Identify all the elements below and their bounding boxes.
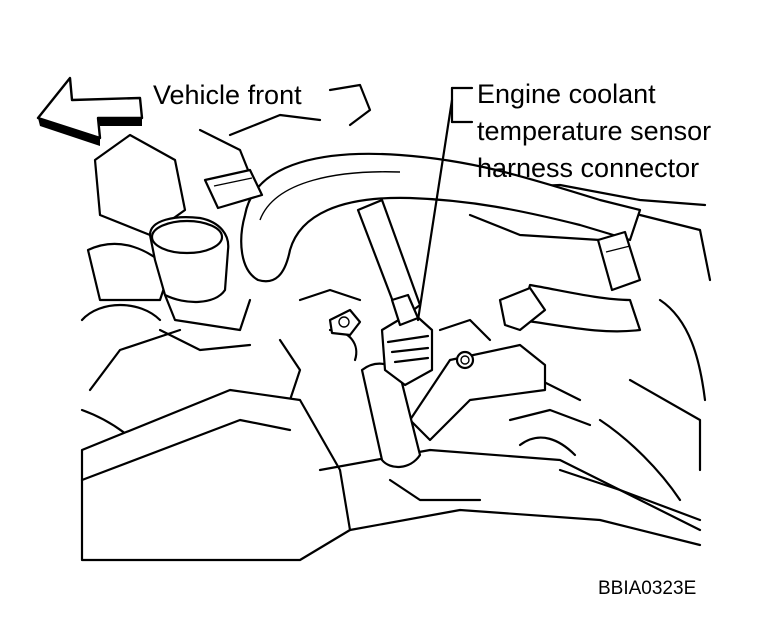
vehicle-front-label: Vehicle front xyxy=(153,80,302,110)
lower-housing xyxy=(80,388,702,562)
coolant-pipe xyxy=(356,198,422,468)
bolt xyxy=(328,308,362,337)
hose-clamp xyxy=(203,168,264,210)
arrow-left-icon xyxy=(36,76,144,146)
callout-line-1: Engine coolant xyxy=(477,79,656,109)
sensor-harness-connector xyxy=(380,293,434,387)
callout-line-3: harness connector xyxy=(477,153,700,183)
reservoir-cap xyxy=(148,216,252,352)
upper-hose xyxy=(240,152,642,283)
callout-line-2: temperature sensor xyxy=(477,116,712,146)
sensor-callout-label: Engine coolant temperature sensor harnes… xyxy=(477,76,711,187)
figure-code: BBIA0323E xyxy=(598,578,697,599)
side-hose xyxy=(498,283,642,333)
mounting-bracket xyxy=(408,343,547,442)
hose-clamp xyxy=(596,230,642,292)
engine-bay-outline xyxy=(80,83,712,522)
callout-leader-line xyxy=(416,86,474,322)
